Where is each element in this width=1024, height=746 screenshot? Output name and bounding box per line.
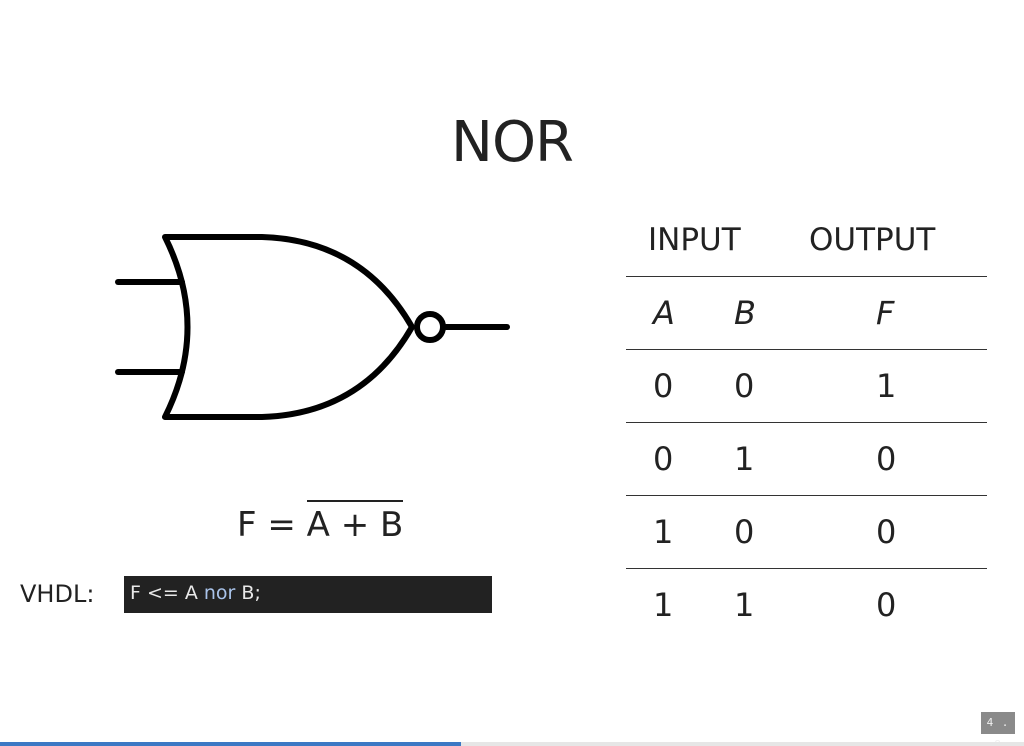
slide-title: NOR [451, 110, 574, 175]
boolean-formula: F = A + B [237, 500, 404, 550]
code-keyword: nor [203, 582, 236, 604]
truth-table-column-header: A B F [626, 277, 987, 350]
cell-b: 1 [734, 440, 755, 478]
formula-lhs: F = [237, 505, 296, 545]
table-row: 1 0 0 [626, 496, 987, 569]
column-header-b: B [734, 294, 756, 332]
cell-b: 0 [734, 367, 755, 405]
truth-table-group-header: INPUT OUTPUT [626, 212, 987, 277]
table-row: 0 0 1 [626, 350, 987, 423]
column-header-a: A [653, 294, 675, 332]
cell-a: 0 [653, 367, 674, 405]
gate-body [162, 234, 415, 420]
code-prefix: F <= A [130, 582, 204, 604]
truth-table: INPUT OUTPUT A B F 0 0 1 0 1 0 1 0 0 1 1… [626, 212, 987, 641]
table-row: 1 1 0 [626, 569, 987, 641]
column-header-f: F [876, 294, 895, 332]
cell-a: 1 [653, 513, 674, 551]
cell-f: 0 [876, 586, 897, 624]
cell-a: 0 [653, 440, 674, 478]
slide-number[interactable]: 4 . 8 [981, 712, 1015, 746]
cell-f: 0 [876, 513, 897, 551]
vhdl-code-block: F <= A nor B; [124, 576, 492, 613]
header-input: INPUT [648, 222, 741, 258]
table-row: 0 1 0 [626, 423, 987, 496]
header-output: OUTPUT [809, 222, 936, 258]
cell-b: 1 [734, 586, 755, 624]
cell-a: 1 [653, 586, 674, 624]
nor-gate-icon [115, 234, 510, 420]
progress-bar[interactable] [0, 742, 1024, 746]
progress-bar-fill [0, 742, 461, 746]
cell-f: 1 [876, 367, 897, 405]
cell-b: 0 [734, 513, 755, 551]
code-suffix: B; [235, 582, 261, 604]
formula-negated-expression: A + B [306, 500, 404, 546]
cell-f: 0 [876, 440, 897, 478]
inversion-bubble [414, 311, 446, 343]
vhdl-label: VHDL: [20, 580, 95, 608]
